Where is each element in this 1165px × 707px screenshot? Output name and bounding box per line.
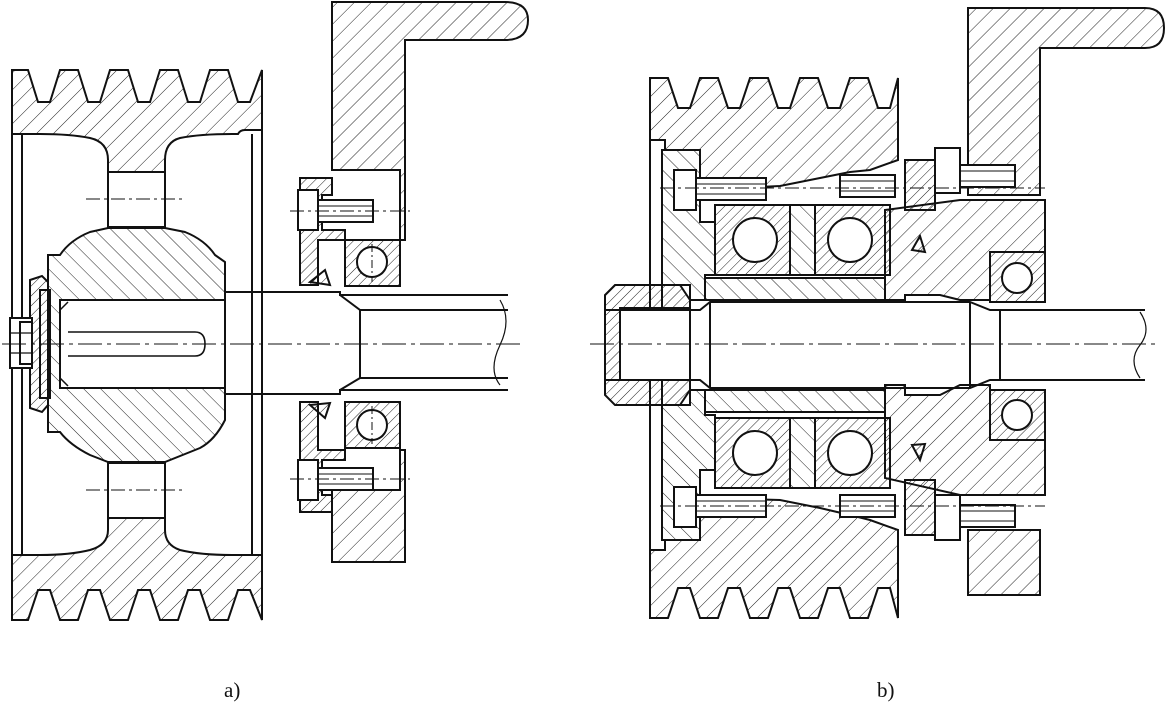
housing-wall-b-lower — [967, 529, 1041, 596]
pulley-a-lower-rim — [11, 517, 263, 621]
housing-wall-b — [967, 7, 1165, 196]
sleeve-b — [704, 277, 886, 301]
figure-b-caption: b) — [877, 678, 895, 702]
pulley-a-upper-rim — [11, 69, 263, 173]
figure-a-caption: a) — [224, 678, 241, 702]
housing-wall-a — [331, 1, 530, 241]
shaft-a — [225, 291, 508, 395]
figure-a — [2, 1, 530, 621]
figure-b — [590, 7, 1165, 619]
housing-wall-a-lower — [331, 449, 406, 563]
shaft-b — [605, 301, 1145, 389]
spindle-carrier-b — [884, 199, 1046, 301]
